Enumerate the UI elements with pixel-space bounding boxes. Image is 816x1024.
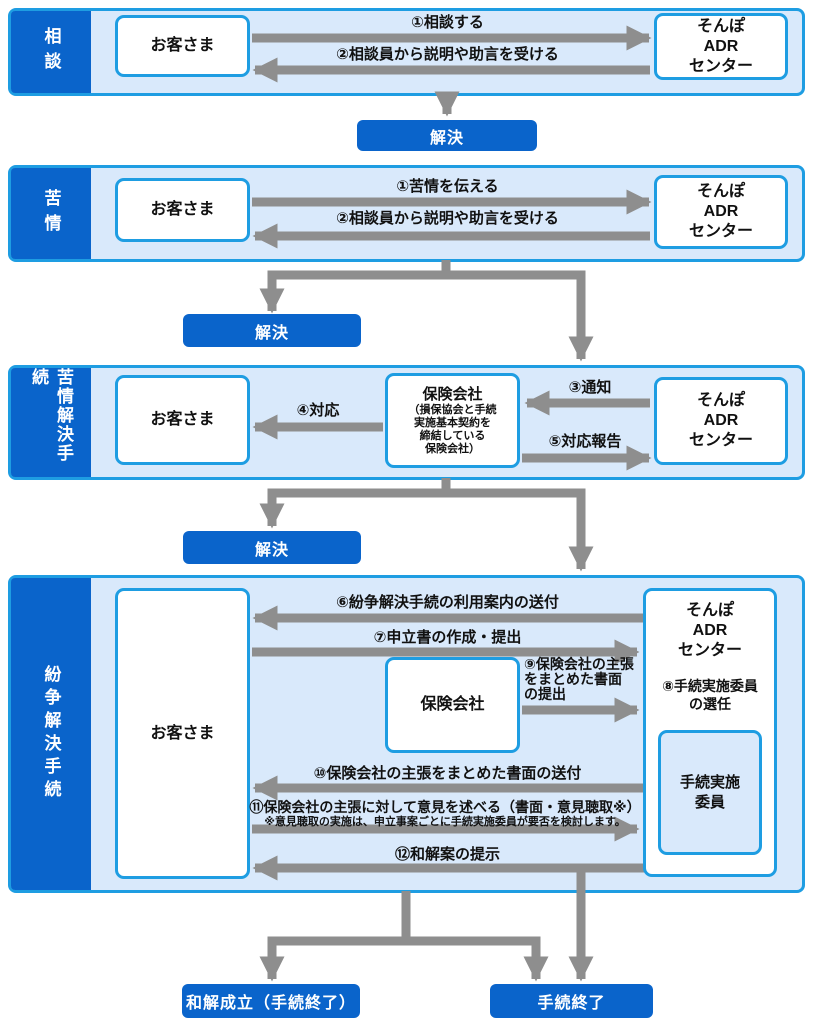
customer-box-s3: お客さま (115, 375, 250, 465)
arrow-label-1-complaint: ①苦情を伝える (396, 178, 499, 195)
adr-center-box-s3: そんぽ ADR センター (654, 377, 788, 465)
adr-center-box-s1: そんぽ ADR センター (654, 13, 788, 80)
section-complaint-label: 苦情 (11, 168, 91, 259)
arrow-label-3-notice: ③通知 (568, 379, 612, 396)
customer-box-s4: お客さま (115, 588, 250, 879)
arrow-label-12-settlement-proposal: ⑫和解案の提示 (394, 846, 500, 863)
resolution-box-3: 解決 (183, 531, 361, 564)
outcome-ended-box: 手続終了 (490, 984, 653, 1018)
insurer-box-s3-note: （損保協会と手続 実施基本契約を 締結している 保険会社） (408, 403, 497, 455)
customer-box-s1: お客さま (115, 15, 250, 77)
arrow-label-6-guide: ⑥紛争解決手続の利用案内の送付 (336, 594, 559, 611)
section-complaint-procedure-label: 苦情解決手続 (11, 368, 91, 477)
arrow-label-4-response: ④対応 (296, 402, 340, 419)
adr-center-box-s2: そんぽ ADR センター (654, 175, 788, 249)
arrow-label-10-statement-send: ⑩保険会社の主張をまとめた書面の送付 (313, 765, 582, 782)
arrow-label-7-petition: ⑦申立書の作成・提出 (373, 629, 522, 646)
resolution-box-1: 解決 (357, 120, 537, 151)
arrow-label-2-advice: ②相談員から説明や助言を受ける (336, 46, 559, 63)
arrow-label-11-footnote: ※意見聴取の実施は、申立事案ごとに手続実施委員が要否を検討します。 (264, 816, 626, 828)
arrow-label-2-advice-complaint: ②相談員から説明や助言を受ける (336, 210, 559, 227)
committee-box: 手続実施 委員 (658, 730, 762, 855)
arrow-label-5-response-report: ⑤対応報告 (548, 433, 622, 450)
arrow-label-9-insurer-statement: ⑨保険会社の主張 をまとめた書面 の提出 (524, 656, 634, 702)
resolution-box-2: 解決 (183, 314, 361, 347)
section-consultation-label: 相談 (11, 11, 91, 93)
customer-box-s2: お客さま (115, 178, 250, 242)
adr-center-box-s4-title: そんぽ ADR センター (677, 602, 742, 659)
insurer-box-s4: 保険会社 (385, 657, 520, 753)
section-dispute-procedure-label: 紛争解決手続 (11, 578, 91, 890)
arrow-label-11-opinion: ⑪保険会社の主張に対して意見を述べる（書面・意見聴取※） (249, 799, 641, 815)
insurer-box-s3: 保険会社 （損保協会と手続 実施基本契約を 締結している 保険会社） (385, 373, 520, 468)
outcome-settled-box: 和解成立（手続終了） (182, 984, 360, 1018)
arrow-label-1-consult: ①相談する (411, 14, 484, 31)
committee-selection-note: ⑧手続実施委員 の選任 (662, 678, 758, 712)
insurer-box-s3-title: 保険会社 (422, 385, 483, 403)
